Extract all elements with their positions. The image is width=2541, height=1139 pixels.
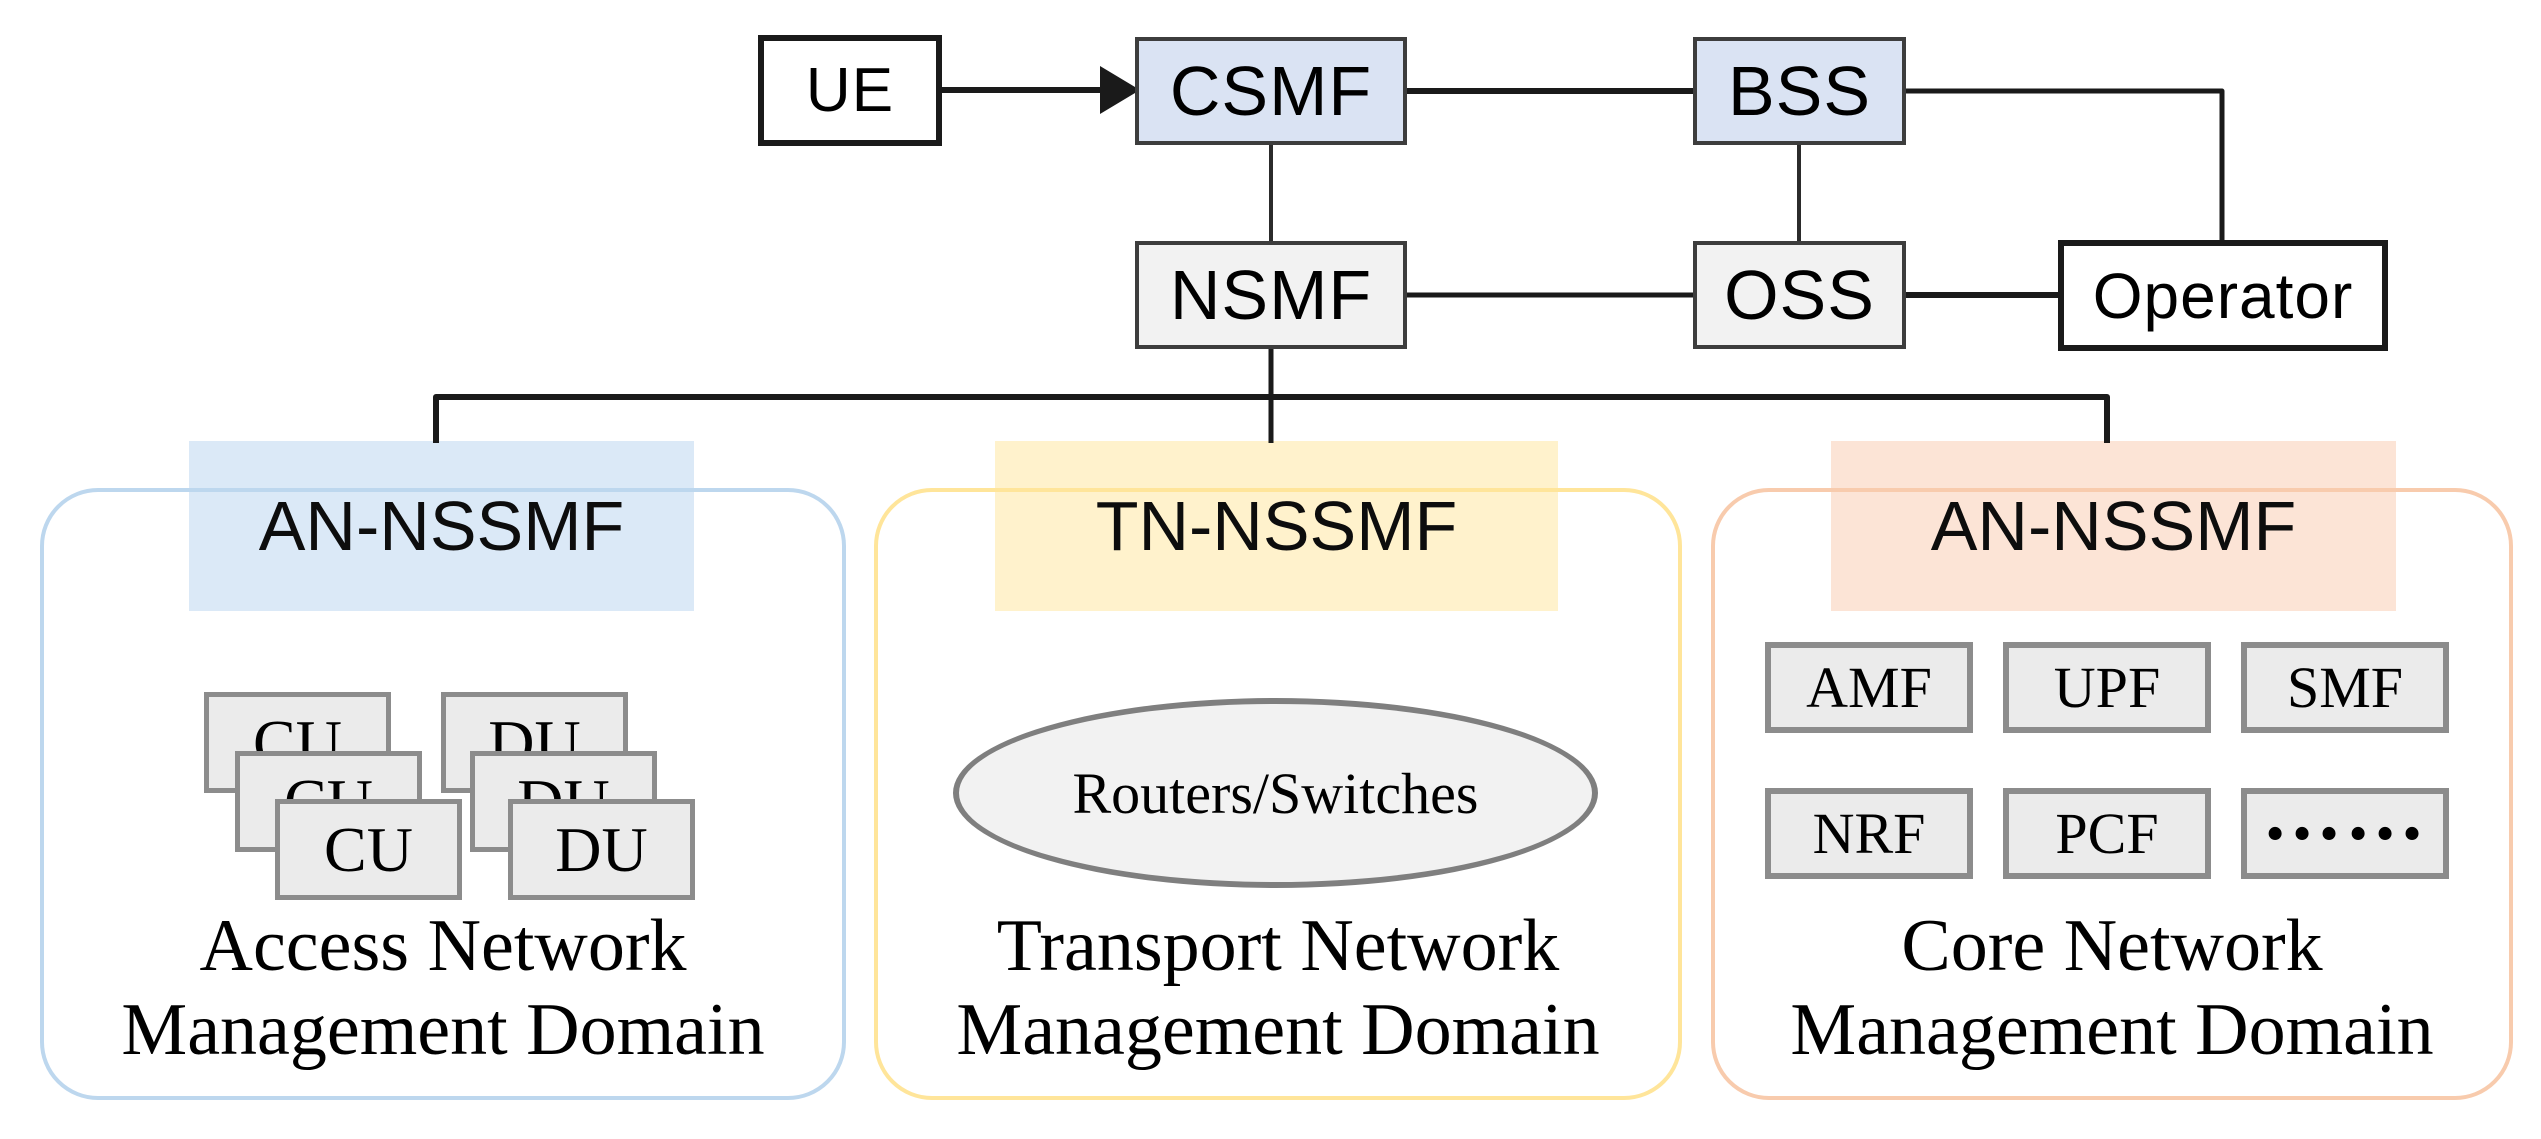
unit-amf-label: AMF [1806,655,1932,720]
label-access-network-domain: Access Network Management Domain [40,905,846,1072]
banner-tn-nssmf: TN-NSSMF [995,441,1558,611]
banner-an-nssmf: AN-NSSMF [189,441,694,611]
unit-box-pcf: PCF [2003,788,2211,879]
arrowhead-icon [1100,66,1140,114]
node-oss-label: OSS [1724,256,1875,334]
edge-bss-operator [1906,88,2225,242]
unit-box-amf: AMF [1765,642,1973,733]
unit-box-cu-front: CU [275,799,462,900]
domain-access-network [40,488,846,1100]
domain-core-network [1711,488,2513,1100]
unit-nrf-label: NRF [1812,801,1926,866]
node-nsmf: NSMF [1135,241,1407,349]
node-csmf: CSMF [1135,37,1407,145]
node-ue-label: UE [805,56,895,125]
label-line2: Management Domain [121,988,765,1071]
node-ue: UE [758,35,942,146]
label-line1: Access Network [199,905,687,987]
unit-pcf-label: PCF [2055,801,2159,866]
ellipsis-dots-label: …… [2262,768,2428,857]
edge-nsmf-bus [433,394,2110,443]
unit-box-nrf: NRF [1765,788,1973,879]
label-core-network-domain: Core Network Management Domain [1711,905,2513,1072]
unit-du-label: DU [555,813,648,885]
unit-box-ellipsis: …… [2241,769,2449,879]
unit-box-smf: SMF [2241,642,2449,733]
banner-an-nssmf-label: AN-NSSMF [258,487,625,565]
banner-cn-nssmf: AN-NSSMF [1831,441,2396,611]
domain-transport-network [874,488,1682,1100]
unit-box-du-front: DU [508,799,695,900]
node-csmf-label: CSMF [1169,52,1373,130]
banner-cn-nssmf-label: AN-NSSMF [1930,487,2297,565]
node-oss: OSS [1693,241,1906,349]
routers-switches-ellipse: Routers/Switches [953,698,1598,888]
unit-upf-label: UPF [2053,655,2161,720]
routers-switches-label: Routers/Switches [1072,760,1479,826]
banner-tn-nssmf-label: TN-NSSMF [1095,487,1458,565]
unit-box-upf: UPF [2003,642,2211,733]
label-line1: Transport Network [996,905,1560,987]
label-line2: Management Domain [1790,988,2434,1071]
unit-cu-label: CU [324,813,413,885]
label-line2: Management Domain [956,988,1600,1071]
node-bss: BSS [1693,37,1906,145]
node-operator-label: Operator [2092,259,2354,332]
node-bss-label: BSS [1727,52,1872,130]
node-nsmf-label: NSMF [1169,256,1373,334]
unit-smf-label: SMF [2286,655,2404,720]
node-operator: Operator [2058,240,2388,351]
label-line1: Core Network [1901,905,2323,987]
label-transport-network-domain: Transport Network Management Domain [874,905,1682,1072]
